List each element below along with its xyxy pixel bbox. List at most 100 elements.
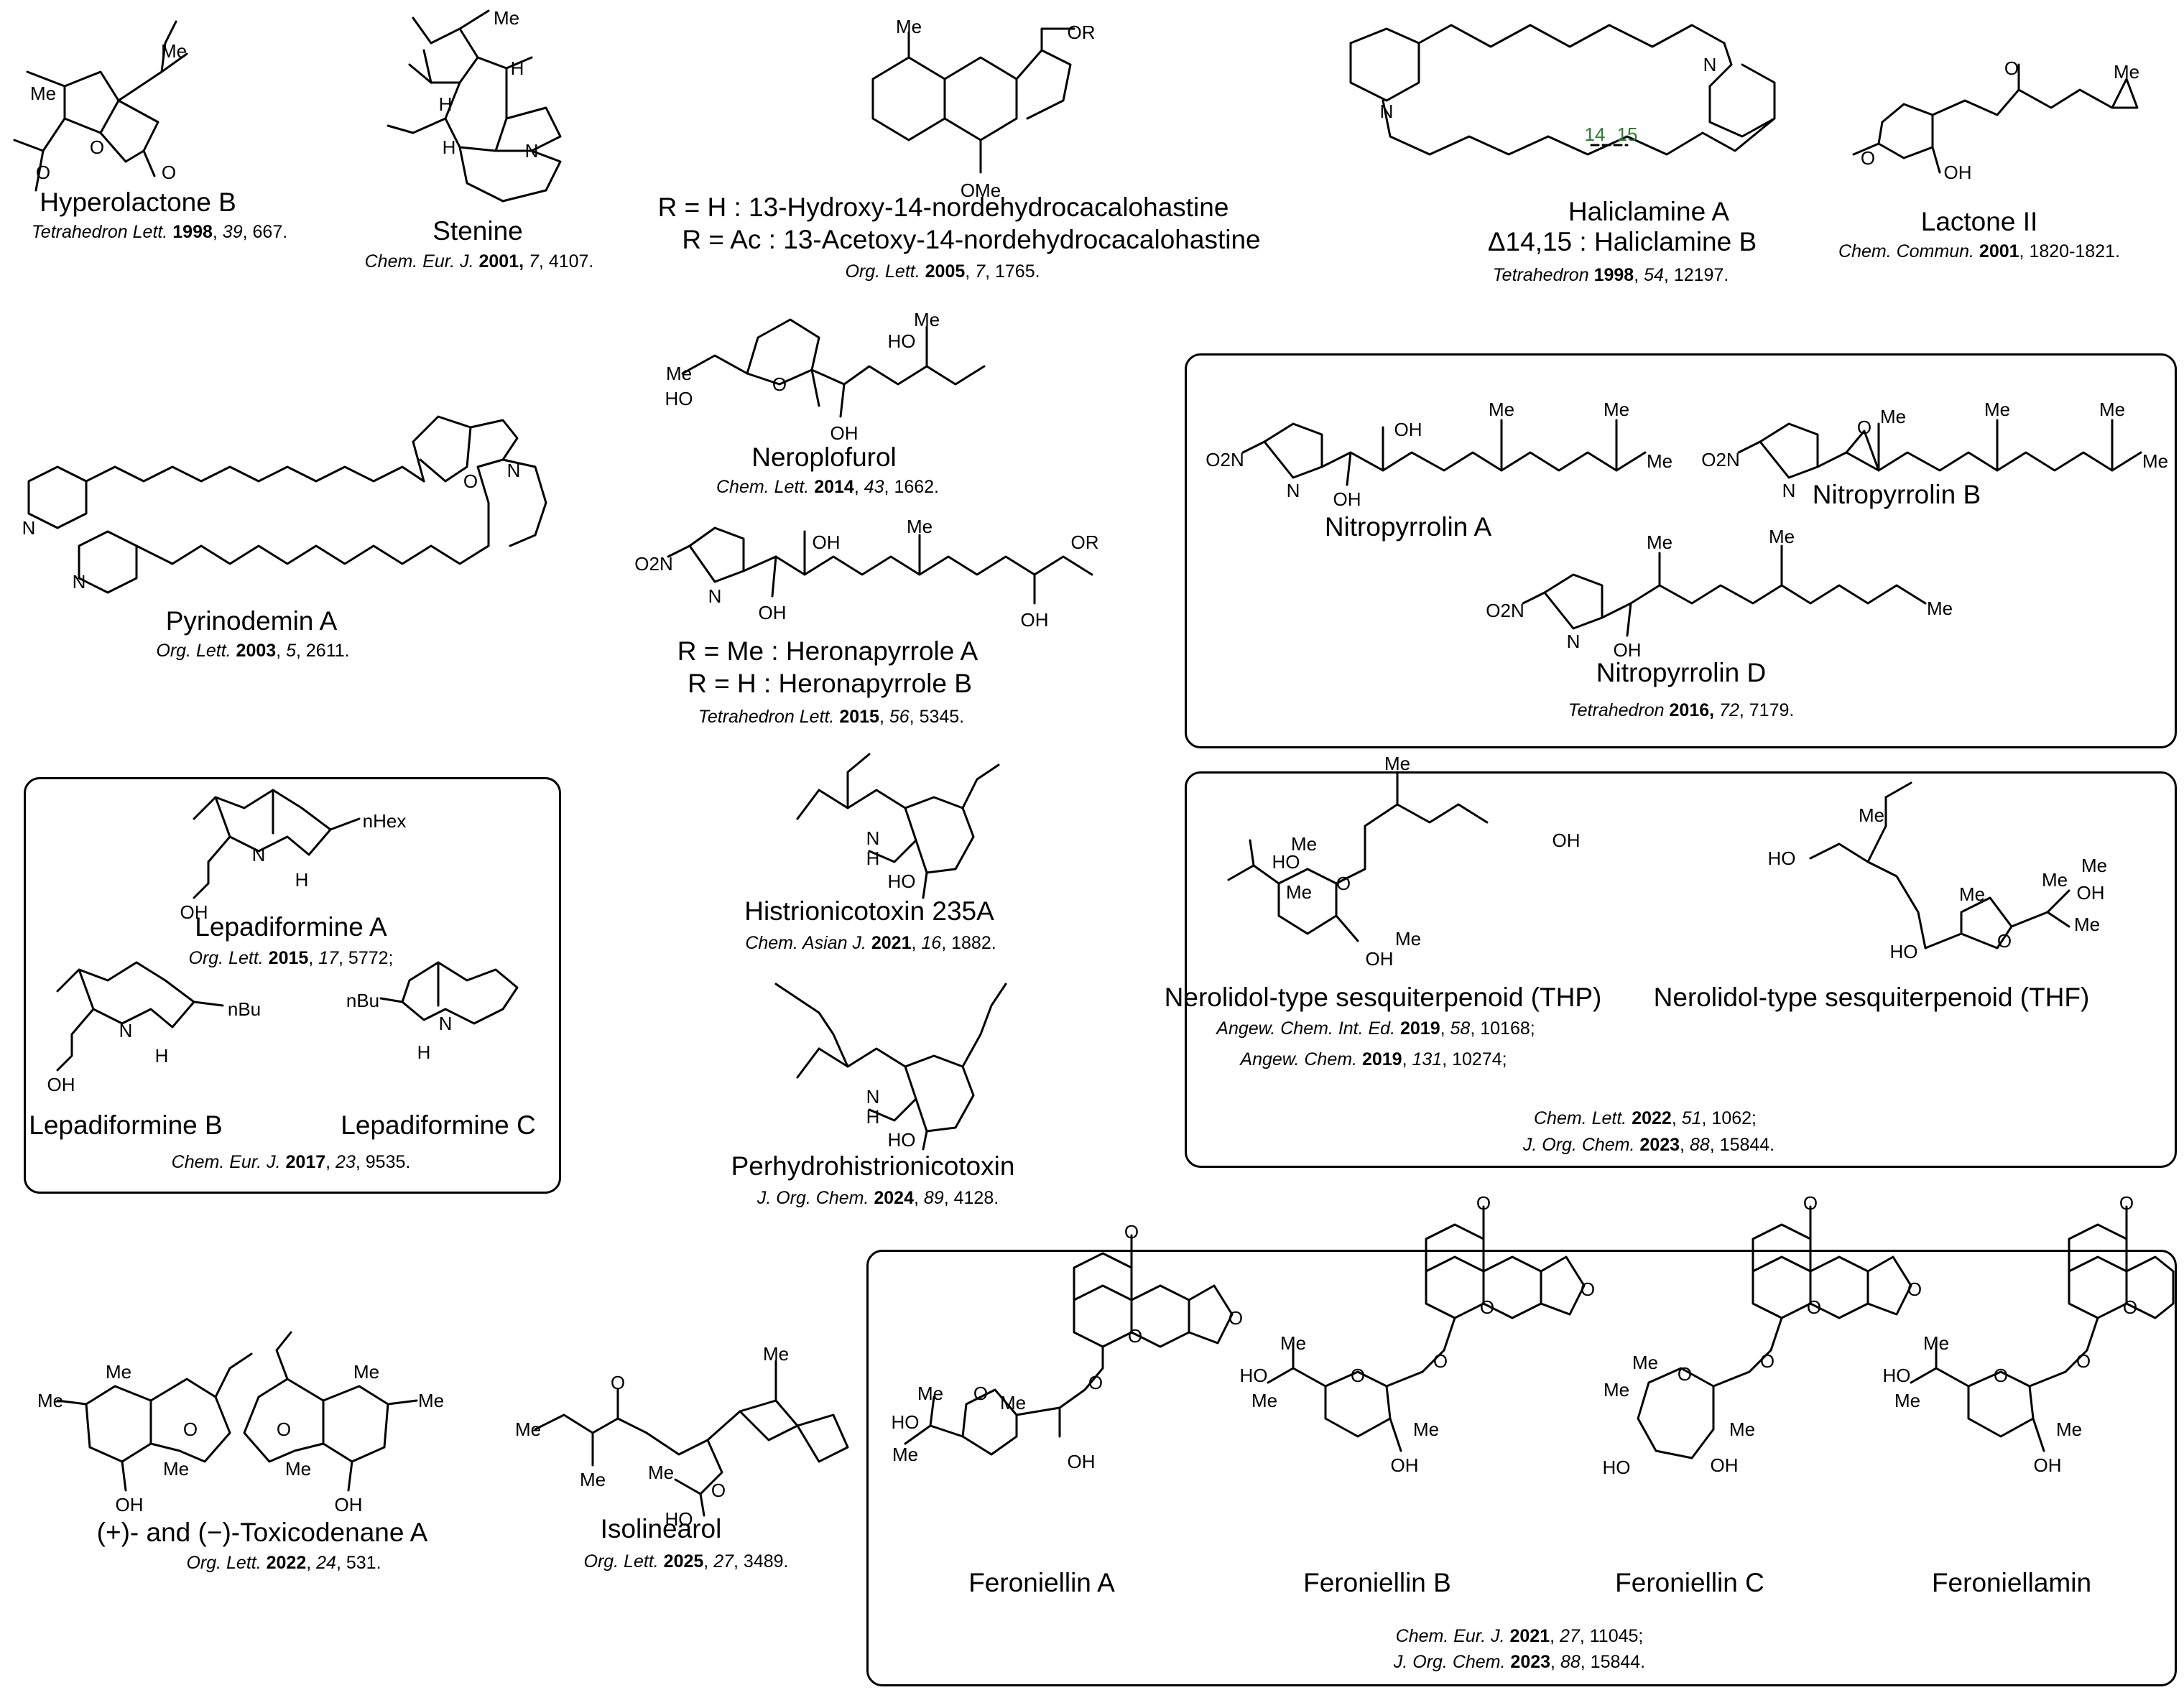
atom-label: H	[442, 136, 456, 158]
atom-label: HO	[665, 1508, 693, 1530]
atom-label: O	[1993, 1365, 2009, 1386]
atom-label: H	[510, 57, 524, 79]
atom-label: Me	[1251, 1390, 1278, 1411]
atom-label: N	[438, 1013, 453, 1034]
atom-label: N	[1566, 631, 1581, 652]
structure-haliclamine	[1349, 24, 1776, 156]
atom-label: O	[276, 1419, 292, 1440]
reference: Chem. Eur. J. 2001, 7, 4107.	[364, 251, 594, 271]
atom-label: Me	[493, 7, 520, 29]
structure-nerolidol-thp	[1227, 771, 1489, 942]
atom-label: N	[72, 571, 86, 593]
atom-label: O	[1350, 1365, 1366, 1386]
atom-label: O	[2122, 1296, 2138, 1318]
structure-feroniellin-a	[904, 1234, 1234, 1456]
compound-name: R = H : 13-Hydroxy-14-nordehydrocacaloha…	[657, 192, 1229, 222]
atom-label: Me	[37, 1390, 64, 1411]
atom-label: O	[1124, 1221, 1139, 1243]
atom-label: O	[1803, 1192, 1818, 1214]
atom-label: Me	[1290, 833, 1318, 855]
reference: Org. Lett. 2003, 5, 2611.	[156, 641, 350, 661]
atom-label: HO	[1272, 851, 1300, 873]
atom-label: O	[35, 162, 51, 183]
atom-label: Me	[1858, 804, 1885, 826]
atom-label: Me	[647, 1462, 675, 1483]
atom-label: OH	[1943, 162, 1972, 183]
atom-label: O	[2119, 1192, 2134, 1214]
compound-name: Lactone II	[1920, 207, 2038, 236]
structure-lepadiformine-c	[379, 961, 519, 1025]
atom-label: O	[1336, 873, 1351, 894]
atom-label: O	[1476, 1192, 1491, 1214]
atom-label: H	[866, 848, 880, 869]
atom-label: H	[154, 1045, 169, 1067]
reference: Tetrahedron Lett. 2015, 56, 5345.	[698, 707, 965, 727]
atom-label: O2N	[1701, 449, 1740, 470]
atom-label: O	[1127, 1325, 1143, 1347]
atom-label: O	[1479, 1296, 1495, 1318]
atom-label: OH	[1333, 488, 1361, 510]
structure-cacalohastine	[871, 27, 1075, 174]
compound-name: Lepadiformine C	[341, 1110, 536, 1140]
atom-label: Me	[1926, 598, 1953, 619]
atom-label: Me	[999, 1392, 1027, 1413]
atom-label: O	[1806, 1296, 1822, 1318]
structure-lepadiformine-a	[193, 789, 361, 899]
atom-label: O2N	[1486, 600, 1524, 621]
atom-label: Me	[162, 1458, 190, 1480]
atom-label: OH	[1394, 419, 1422, 440]
atom-label: OH	[1020, 609, 1049, 631]
compound-name: Feroniellin A	[968, 1568, 1115, 1597]
atom-label: 14	[1584, 124, 1606, 145]
atom-label: O	[1856, 417, 1872, 438]
structure-hyperolactone-b	[13, 20, 188, 192]
compound-name: R = Ac : 13-Acetoxy-14-nordehydrocacaloh…	[682, 225, 1261, 254]
atom-label: H	[295, 869, 309, 891]
reference: Org. Lett. 2005, 7, 1765.	[845, 261, 1040, 282]
reference: Chem. Lett. 2022, 51, 1062;	[1534, 1108, 1757, 1128]
atom-label: O	[2004, 57, 2019, 79]
atom-label: Me	[1894, 1390, 1921, 1411]
atom-label: O	[1860, 147, 1876, 169]
atom-label: Me	[1958, 883, 1986, 905]
compound-name: Nerolidol-type sesquiterpenoid (THP)	[1164, 983, 1602, 1012]
atom-label: Me	[1394, 928, 1422, 950]
atom-label: Me	[1768, 526, 1795, 547]
atom-label: HO	[887, 330, 916, 352]
atom-label: O	[973, 1383, 989, 1404]
structure-histrionicotoxin	[796, 753, 1000, 899]
reference: Chem. Lett. 2014, 43, 1662.	[716, 477, 939, 497]
compound-name: Perhydrohistrionicotoxin	[731, 1151, 1015, 1181]
atom-label: O	[1996, 930, 2012, 952]
atom-label: Me	[1729, 1419, 1756, 1440]
reference: Org. Lett. 2022, 24, 531.	[186, 1553, 381, 1573]
atom-label: HO	[891, 1411, 920, 1433]
compound-name: Lepadiformine A	[195, 912, 387, 942]
reference: Chem. Asian J. 2021, 16, 1882.	[745, 933, 996, 953]
atom-label: nHex	[362, 810, 407, 832]
atom-label: O	[711, 1480, 726, 1501]
atom-label: H	[438, 93, 453, 115]
atom-label: OH	[2076, 882, 2105, 904]
atom-label: H	[866, 1106, 880, 1128]
atom-label: HO	[1767, 848, 1796, 869]
atom-label: Me	[2081, 855, 2108, 876]
structure-lepadiformine-b	[56, 961, 224, 1072]
atom-label: OH	[115, 1494, 144, 1515]
compound-name: Neroplofurol	[751, 442, 897, 472]
box-nerolidol	[1185, 771, 2177, 1168]
compound-name: Nerolidol-type sesquiterpenoid (THF)	[1653, 983, 2090, 1012]
atom-label: Me	[2099, 399, 2126, 420]
atom-label: OMe	[960, 180, 1001, 201]
atom-label: Me	[1879, 406, 1907, 427]
reference: Angew. Chem. Int. Ed. 2019, 58, 10168;	[1216, 1018, 1535, 1039]
atom-label: O	[1580, 1278, 1596, 1300]
atom-label: O	[1088, 1372, 1103, 1393]
atom-label: nBu	[227, 998, 262, 1020]
atom-label: Me	[1384, 753, 1411, 774]
atom-label: OH	[1067, 1451, 1096, 1472]
structure-toxicodenane	[56, 1331, 418, 1492]
structure-lactone-ii	[1852, 63, 2139, 174]
atom-label: OH	[2033, 1454, 2062, 1476]
structure-stenine	[387, 9, 562, 203]
